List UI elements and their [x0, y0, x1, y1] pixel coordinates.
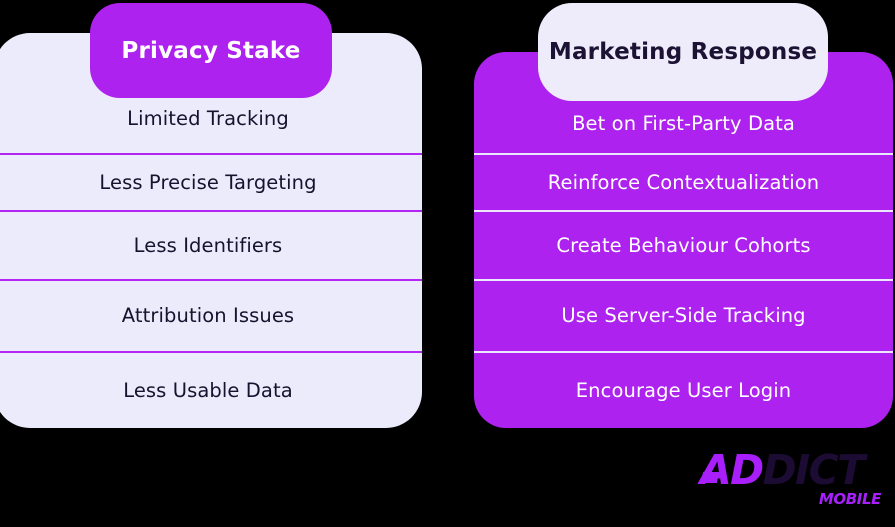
- column-card-privacy-stake: Limited Tracking Less Precise Targeting …: [0, 33, 422, 428]
- list-item-label: Encourage User Login: [575, 378, 792, 402]
- column-header-label: Marketing Response: [548, 39, 818, 65]
- list-item-label: Use Server-Side Tracking: [561, 304, 806, 328]
- list-item-label: Reinforce Contextualization: [547, 170, 820, 194]
- list-item[interactable]: Bet on First-Party Data: [474, 52, 893, 155]
- list-item[interactable]: Create Behaviour Cohorts: [474, 212, 893, 281]
- row-list-privacy-stake: Limited Tracking Less Precise Targeting …: [0, 33, 422, 428]
- row-list-marketing-response: Bet on First-Party Data Reinforce Contex…: [474, 52, 893, 428]
- list-item[interactable]: Less Identifiers: [0, 212, 422, 281]
- column-card-marketing-response: Bet on First-Party Data Reinforce Contex…: [474, 52, 893, 428]
- list-item[interactable]: Reinforce Contextualization: [474, 155, 893, 212]
- list-item[interactable]: Limited Tracking: [0, 33, 422, 155]
- logo-wordmark: ADDICT: [700, 450, 865, 491]
- column-header-privacy-stake: Privacy Stake: [90, 3, 332, 98]
- list-item-label: Less Usable Data: [123, 378, 293, 402]
- addict-mobile-logo: ADDICT MOBILE: [700, 450, 885, 512]
- list-item[interactable]: Use Server-Side Tracking: [474, 281, 893, 353]
- list-item[interactable]: Attribution Issues: [0, 281, 422, 353]
- logo-wordmark-ad: AD: [700, 446, 764, 494]
- list-item-label: Attribution Issues: [121, 304, 295, 328]
- list-item-label: Create Behaviour Cohorts: [556, 233, 811, 257]
- list-item-label: Limited Tracking: [127, 107, 289, 131]
- column-header-marketing-response: Marketing Response: [538, 3, 828, 101]
- list-item[interactable]: Less Usable Data: [0, 353, 422, 428]
- list-item-label: Less Identifiers: [133, 233, 283, 257]
- column-header-label: Privacy Stake: [121, 37, 301, 64]
- list-item[interactable]: Less Precise Targeting: [0, 155, 422, 212]
- logo-subtitle: MOBILE: [818, 490, 882, 508]
- list-item-label: Less Precise Targeting: [99, 170, 317, 194]
- logo-wordmark-dict: DICT: [762, 446, 866, 494]
- list-item-label: Bet on First-Party Data: [572, 111, 795, 135]
- list-item[interactable]: Encourage User Login: [474, 353, 893, 428]
